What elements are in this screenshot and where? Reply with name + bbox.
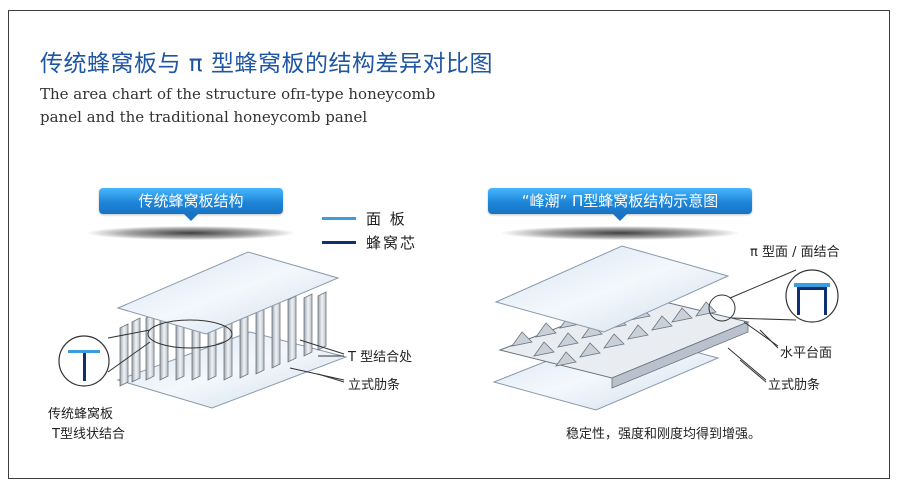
left-banner-shadow <box>88 226 294 240</box>
right-joint-ring <box>708 294 736 322</box>
left-label-t-joint: T 型结合处 <box>348 350 413 365</box>
right-pi-joint-detail <box>785 269 839 323</box>
left-caption-line1: 传统蜂窝板 <box>48 407 114 422</box>
right-label-pi-joint: π 型面 / 面结合 <box>750 245 840 260</box>
right-core-side <box>611 321 749 389</box>
right-caption: 稳定性，强度和刚度均得到增强。 <box>566 427 762 442</box>
right-label-horizontal: 水平台面 <box>780 346 833 361</box>
left-caption-line2: T型线状结合 <box>52 427 125 442</box>
right-top-panel <box>494 245 730 333</box>
legend-core-swatch <box>322 241 356 244</box>
right-diagram <box>492 245 839 411</box>
legend-core-label: 蜂窝芯 <box>366 234 418 252</box>
left-callout-ellipse <box>147 319 233 349</box>
left-top-panel <box>116 251 340 335</box>
legend-panel-swatch <box>322 217 356 220</box>
right-banner-shadow <box>502 226 738 240</box>
left-label-ribs: 立式肋条 <box>348 378 401 393</box>
right-label-ribs: 立式肋条 <box>768 378 821 393</box>
outer-frame <box>8 10 890 479</box>
left-diagram <box>58 251 348 409</box>
legend-panel-label: 面 板 <box>366 210 407 228</box>
right-banner: “峰潮” Π型蜂窝板结构示意图 <box>488 188 752 221</box>
page-subtitle: The area chart of the structure ofπ-type… <box>40 85 436 126</box>
page-title: 传统蜂窝板与 π 型蜂窝板的结构差异对比图 <box>40 51 493 77</box>
left-banner: 传统蜂窝板结构 <box>99 188 283 221</box>
